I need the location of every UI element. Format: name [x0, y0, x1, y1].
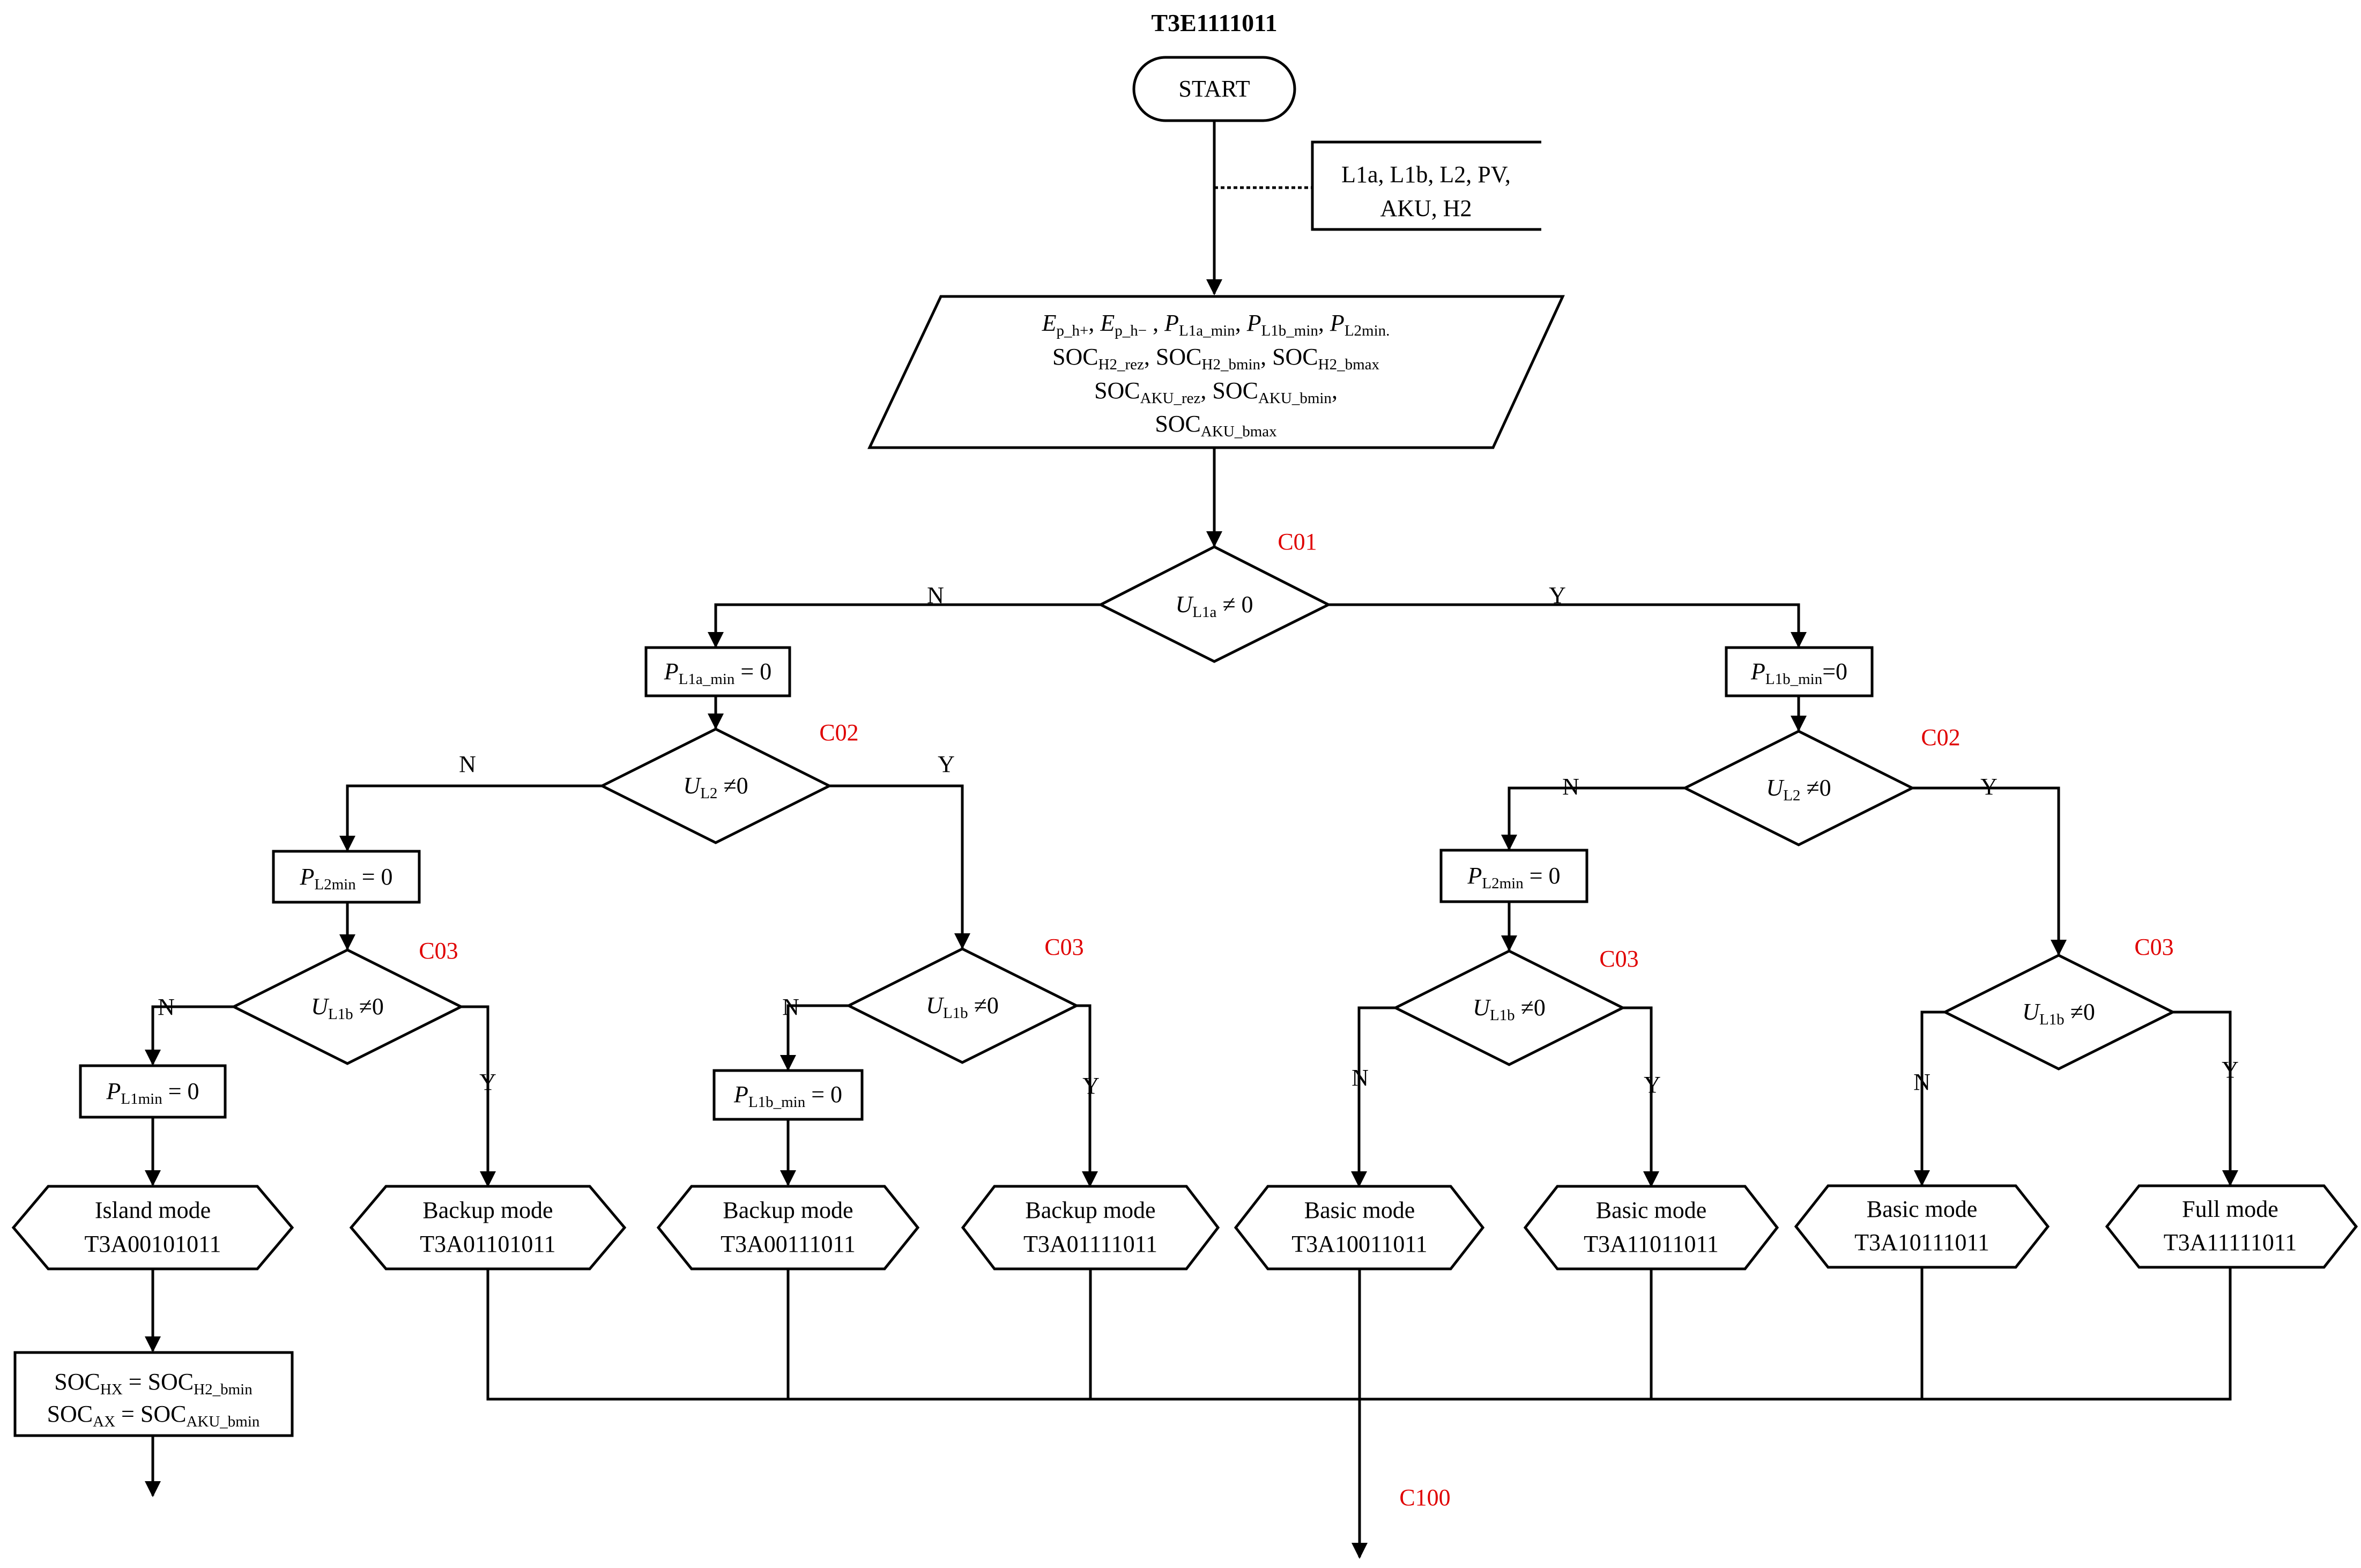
flow-c03-d-yes: [2173, 1010, 2238, 1186]
mode-backup-1-code: T3A01101011: [420, 1231, 555, 1257]
inputs-line-2: AKU, H2: [1380, 195, 1472, 221]
flow-c01-yes: [1328, 603, 1807, 648]
mode-island: Island mode T3A00101011: [11, 1185, 294, 1270]
flow-c03-a-yes: [461, 1005, 496, 1187]
c02-right-tag: C02: [1921, 724, 1960, 750]
mode-basic-3: Basic mode T3A10111011: [1794, 1184, 2050, 1269]
mode-island-code: T3A00101011: [84, 1231, 221, 1257]
soc-assign-box: [13, 1351, 294, 1437]
flow-c03-b-no: [780, 1004, 849, 1071]
c03-c-tag: C03: [1599, 946, 1638, 972]
c03-b-tag: C03: [1044, 934, 1083, 960]
params-line-3: SOCAKU_rez, SOCAKU_bmin,: [1094, 377, 1338, 407]
decision-c02-left: [599, 727, 833, 844]
c03-b-no-label: N: [782, 994, 799, 1020]
c03-c-yes-label: Y: [1644, 1072, 1661, 1098]
mode-backup-3-name: Backup mode: [1025, 1197, 1155, 1223]
mode-backup-1: Backup mode T3A01101011: [349, 1185, 627, 1270]
decision-c03-d: [1942, 954, 2176, 1071]
c03-a-no-label: N: [158, 994, 175, 1020]
c01-tag: C01: [1278, 529, 1317, 555]
c100-tag: C100: [1399, 1484, 1450, 1511]
c03-d-condition: UL1b ≠0: [2022, 999, 2095, 1028]
mode-basic-2-code: T3A11011011: [1584, 1231, 1719, 1257]
mode-basic-1-code: T3A10011011: [1291, 1231, 1427, 1257]
mode-basic-3-name: Basic mode: [1867, 1196, 1978, 1222]
flow-c02-left-no: [339, 784, 602, 852]
mode-basic-2-name: Basic mode: [1596, 1197, 1707, 1223]
mode-full: Full mode T3A11111011: [2105, 1184, 2358, 1269]
flow-c03-c-yes: [1623, 1006, 1659, 1187]
decision-c02-right: [1682, 730, 1915, 846]
decision-c03-b: [845, 947, 1080, 1064]
diagram-title: T3E1111011: [1151, 9, 1277, 36]
assign-pl1b-min-left: [712, 1069, 864, 1121]
c03-d-no-label: N: [1913, 1069, 1931, 1095]
flow-c03-a-no: [145, 1005, 234, 1066]
mode-backup-3: Backup mode T3A01111011: [961, 1185, 1220, 1270]
mode-basic-3-code: T3A10111011: [1854, 1229, 1989, 1255]
c02-left-condition: UL2 ≠0: [683, 772, 748, 802]
c03-b-condition: UL1b ≠0: [926, 992, 999, 1022]
c01-yes-label: Y: [1549, 582, 1566, 608]
decision-c03-c: [1392, 949, 1626, 1066]
c03-c-condition: UL1b ≠0: [1473, 994, 1546, 1024]
mode-basic-1: Basic mode T3A10011011: [1234, 1185, 1485, 1270]
flow-c03-d-no: [1914, 1010, 1945, 1186]
parameters-input-box: [867, 295, 1565, 449]
mode-full-code: T3A11111011: [2164, 1229, 2297, 1255]
flow-c02-left-yes: [829, 784, 970, 949]
mode-backup-2-code: T3A00111011: [721, 1231, 856, 1257]
mode-backup-2: Backup mode T3A00111011: [656, 1185, 920, 1270]
params-line-1: Ep_h+, Ep_h− , PL1a_min, PL1b_min, PL2mi…: [1042, 310, 1390, 339]
assign-pl1min-label: PL1min = 0: [106, 1078, 199, 1108]
assign-pl2min-right: [1439, 849, 1588, 903]
mode-basic-1-name: Basic mode: [1304, 1197, 1415, 1223]
flow-c02-right-no: [1501, 786, 1685, 851]
assign-pl1a-min-label: PL1a_min = 0: [664, 658, 771, 688]
annotation-bracket: [1311, 140, 1541, 231]
c03-d-tag: C03: [2134, 934, 2173, 960]
flow-c03-c-no: [1351, 1006, 1395, 1187]
c02-left-tag: C02: [819, 719, 858, 746]
mode-island-name: Island mode: [95, 1197, 211, 1223]
inputs-line-1: L1a, L1b, L2, PV,: [1341, 161, 1511, 188]
assign-pl1a-min: [644, 646, 791, 697]
mode-basic-2: Basic mode T3A11011011: [1523, 1185, 1779, 1270]
c01-condition: UL1a ≠ 0: [1175, 591, 1253, 621]
mode-backup-3-code: T3A01111011: [1023, 1231, 1157, 1257]
assign-pl2min-left-label: PL2min = 0: [299, 864, 392, 893]
c03-a-yes-label: Y: [479, 1069, 496, 1095]
flow-c03-b-yes: [1076, 1004, 1098, 1187]
params-line-4: SOCAKU_bmax: [1155, 411, 1277, 440]
assign-pl1b-min-right: [1725, 646, 1874, 697]
flow-c01-no: [708, 603, 1101, 648]
c03-c-no-label: N: [1352, 1065, 1369, 1091]
c02-right-no-label: N: [1562, 774, 1579, 800]
c03-d-yes-label: Y: [2222, 1057, 2239, 1083]
mode-full-name: Full mode: [2182, 1196, 2278, 1222]
c03-a-tag: C03: [419, 938, 458, 964]
c01-no-label: N: [927, 582, 944, 608]
c02-left-no-label: N: [459, 751, 476, 777]
decision-c03-a: [231, 948, 464, 1065]
c03-a-condition: UL1b ≠0: [311, 993, 384, 1023]
assign-pl1b-min-right-label: PL1b_min=0: [1750, 658, 1847, 688]
soc-assign-line-2: SOCAX = SOCAKU_bmin: [47, 1401, 260, 1430]
decision-c01: [1097, 545, 1332, 663]
c02-right-condition: UL2 ≠0: [1766, 775, 1831, 804]
c03-b-yes-label: Y: [1082, 1073, 1100, 1099]
start-label: START: [1178, 76, 1250, 102]
soc-assign-line-1: SOCHX = SOCH2_bmin: [54, 1369, 253, 1398]
assign-pl2min-right-label: PL2min = 0: [1467, 863, 1560, 892]
mode-backup-1-name: Backup mode: [422, 1197, 553, 1223]
c02-right-yes-label: Y: [1980, 774, 1998, 800]
flow-c02-right-yes: [1912, 786, 2067, 956]
params-line-2: SOCH2_rez, SOCH2_bmin, SOCH2_bmax: [1052, 344, 1380, 373]
c02-left-yes-label: Y: [938, 751, 955, 777]
mode-backup-2-name: Backup mode: [723, 1197, 853, 1223]
assign-pl1b-min-left-label: PL1b_min = 0: [733, 1081, 842, 1111]
